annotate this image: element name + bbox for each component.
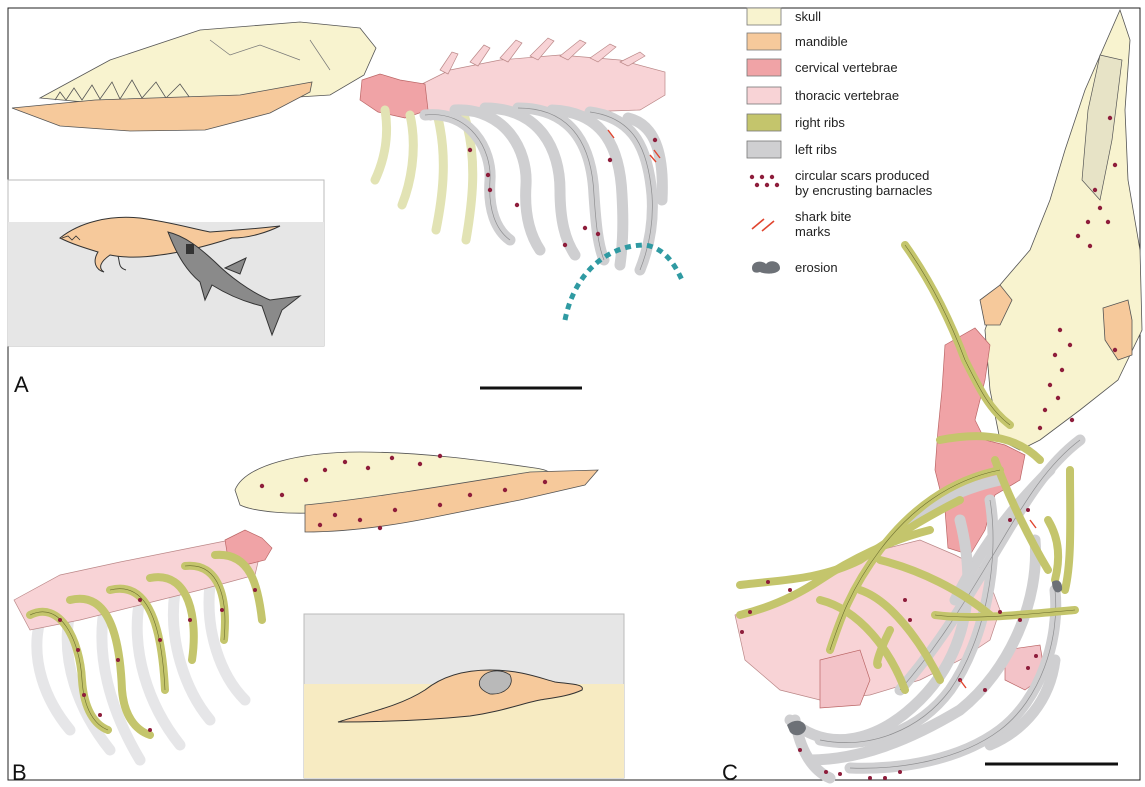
legend-label: erosion — [795, 260, 838, 275]
legend-label: cervical vertebrae — [795, 60, 898, 75]
legend-swatch — [747, 87, 781, 104]
legend-item: skull — [747, 8, 821, 25]
legend-label: right ribs — [795, 115, 845, 130]
legend-label: shark bite — [795, 209, 851, 224]
legend-label: thoracic vertebrae — [795, 88, 899, 103]
legend-label: mandible — [795, 34, 848, 49]
legend-item: right ribs — [747, 114, 845, 131]
legend-swatch — [747, 59, 781, 76]
legend-label: marks — [795, 224, 831, 239]
inset-shark-gills — [186, 244, 194, 254]
legend-label: by encrusting barnacles — [795, 183, 933, 198]
legend-item: thoracic vertebrae — [747, 87, 899, 104]
legend-item: cervical vertebrae — [747, 59, 898, 76]
legend-scar-dots — [750, 175, 779, 187]
legend: skull mandible cervical vertebrae thoracic … — [747, 8, 933, 275]
panel-b-inset — [304, 614, 624, 778]
legend-item: left ribs — [747, 141, 837, 158]
panel-c: C — [722, 10, 1142, 785]
panel-a-right-ribs — [375, 110, 473, 240]
panel-a-label: A — [14, 372, 29, 397]
panel-b: B — [12, 452, 624, 785]
legend-label: left ribs — [795, 142, 837, 157]
legend-label: circular scars produced — [795, 168, 929, 183]
legend-swatch — [747, 114, 781, 131]
legend-swatch — [747, 141, 781, 158]
panel-a-skull — [40, 22, 376, 103]
panel-c-label: C — [722, 760, 738, 785]
legend-swatch — [747, 8, 781, 25]
legend-bite-marks — [752, 219, 774, 231]
panel-a: A — [8, 22, 682, 397]
panel-c-hatched-thoracic — [820, 650, 870, 708]
legend-label: skull — [795, 9, 821, 24]
legend-erosion-blob — [752, 261, 780, 273]
panel-a-inset — [8, 180, 324, 346]
panel-b-label: B — [12, 760, 27, 785]
panel-a-cervical-vertebrae — [360, 74, 428, 118]
legend-swatch — [747, 33, 781, 50]
legend-item: erosion — [752, 260, 838, 275]
legend-item: mandible — [747, 33, 848, 50]
